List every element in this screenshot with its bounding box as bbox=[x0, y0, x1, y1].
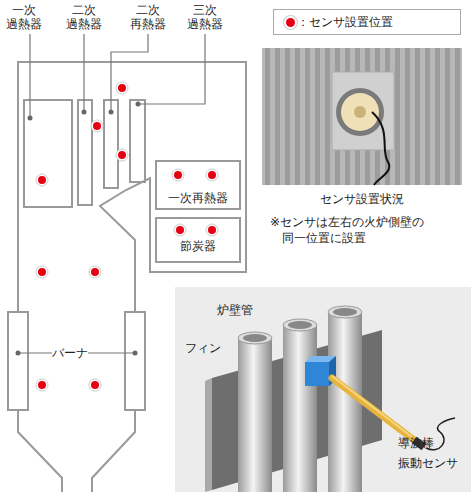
boiler-outline bbox=[8, 62, 246, 492]
component-label: 二次 過熱器 bbox=[64, 3, 104, 31]
component-label: バーナ bbox=[50, 346, 90, 360]
leader-dots bbox=[16, 102, 141, 356]
component-label: 三次 過熱器 bbox=[185, 3, 225, 31]
sensor-photo bbox=[262, 48, 462, 185]
photo-caption: センサ設置状況 bbox=[302, 192, 422, 206]
legend-box: ：センサ設置位置 bbox=[273, 9, 461, 35]
legend-swatch bbox=[286, 18, 295, 27]
component-box: 一次再熱器 bbox=[155, 160, 241, 210]
wall-tube-illustration bbox=[175, 287, 471, 492]
part-label: フィン bbox=[180, 341, 225, 355]
component-box: 節炭器 bbox=[155, 217, 241, 263]
legend-text: ：センサ設置位置 bbox=[297, 14, 393, 31]
box-label: 一次再熱器 bbox=[168, 191, 228, 205]
part-label: 振動センサ bbox=[398, 456, 468, 470]
box-label: 節炭器 bbox=[180, 239, 216, 253]
component-label: 二次 再熱器 bbox=[128, 3, 168, 31]
note-text: ※センサは左右の火炉側壁の 同一位置に設置 bbox=[270, 214, 472, 246]
component-label: 一次 過熱器 bbox=[4, 3, 44, 31]
part-label: 導波棒 bbox=[398, 436, 448, 450]
part-label: 炉壁管 bbox=[212, 303, 257, 317]
